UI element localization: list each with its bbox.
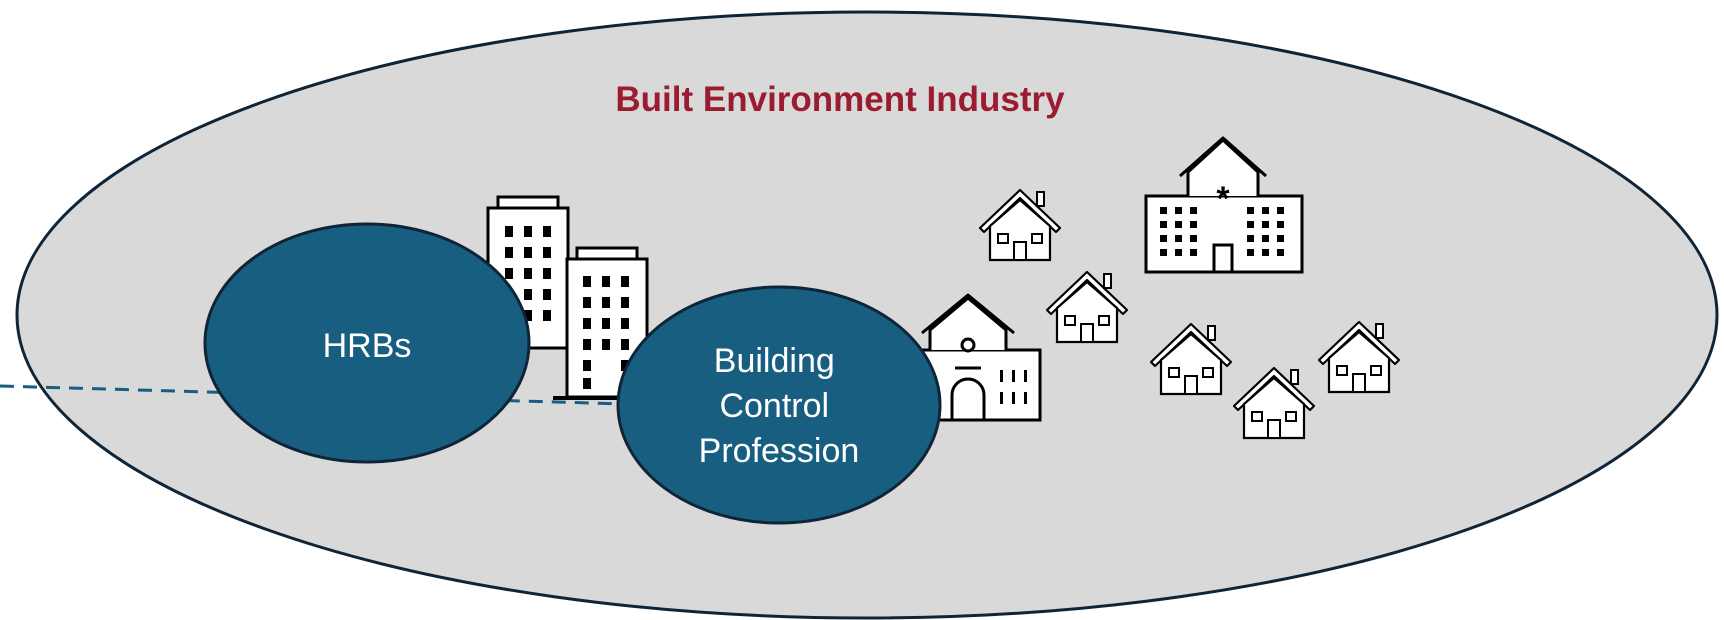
svg-text:*: * bbox=[1216, 180, 1230, 218]
building-control-line-1: Building bbox=[714, 342, 835, 380]
hospital-icon: * bbox=[1144, 136, 1304, 274]
building-control-line-2: Control bbox=[719, 387, 829, 425]
hrbs-label: HRBs bbox=[323, 327, 412, 365]
hrbs-ellipse bbox=[203, 222, 531, 464]
building-control-ellipse bbox=[616, 285, 942, 525]
diagram-title: Built Environment Industry bbox=[615, 80, 1065, 119]
building-control-label: Building Control Profession bbox=[699, 342, 860, 470]
building-control-line-3: Profession bbox=[699, 432, 860, 470]
